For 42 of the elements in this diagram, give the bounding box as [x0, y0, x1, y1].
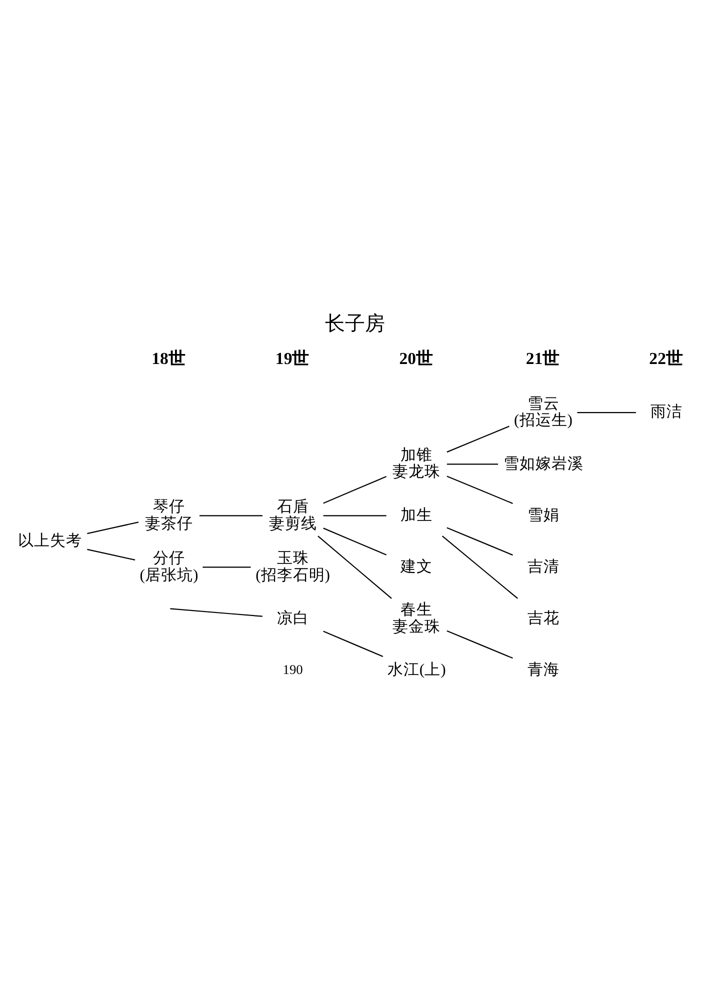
connector	[200, 515, 263, 516]
node-text: 琴仔 妻茶仔	[144, 498, 193, 532]
label: 19世	[275, 348, 310, 368]
node-text: 分仔 (居张坑)	[140, 550, 198, 584]
node-text: 建文	[400, 558, 433, 576]
connector	[442, 536, 518, 599]
node-text: 加锥 妻龙珠	[392, 446, 441, 481]
connector	[577, 412, 636, 414]
node-text: 以上失考	[18, 532, 82, 550]
connector	[446, 426, 510, 453]
node-text: 玉珠 (招李石明)	[256, 550, 330, 584]
node-text: 雪云 (招运生)	[514, 395, 572, 430]
node-text: 吉清	[527, 558, 560, 576]
node-text: 凉白	[276, 610, 309, 627]
connector	[446, 476, 513, 504]
node-text: 水江(上)	[387, 661, 446, 678]
connector	[323, 630, 384, 658]
node-text: 青海	[527, 661, 560, 678]
label: 18世	[152, 348, 186, 368]
label: 190	[282, 662, 303, 677]
connector	[446, 527, 513, 556]
connector	[323, 528, 387, 556]
label: 20世	[399, 348, 434, 368]
connector	[170, 608, 262, 617]
node-text: 春生 妻金珠	[392, 602, 441, 636]
connector	[318, 536, 392, 599]
node-text: 加生	[400, 506, 433, 524]
connector	[446, 464, 498, 465]
node-text: 雪如嫁岩溪	[503, 455, 584, 472]
node-text: 雪娟	[527, 506, 560, 524]
connector	[87, 522, 139, 534]
node-text: 吉花	[527, 610, 560, 627]
connector	[323, 476, 387, 504]
connector	[202, 566, 251, 568]
node-text: 石盾 妻剪线	[268, 498, 317, 532]
label: 22世	[649, 348, 683, 368]
diagram-title: 长子房	[325, 313, 385, 336]
connector	[446, 630, 513, 659]
connector	[323, 515, 386, 516]
node-text: 雨洁	[650, 404, 683, 421]
label: 21世	[526, 348, 560, 368]
connector	[87, 548, 136, 561]
